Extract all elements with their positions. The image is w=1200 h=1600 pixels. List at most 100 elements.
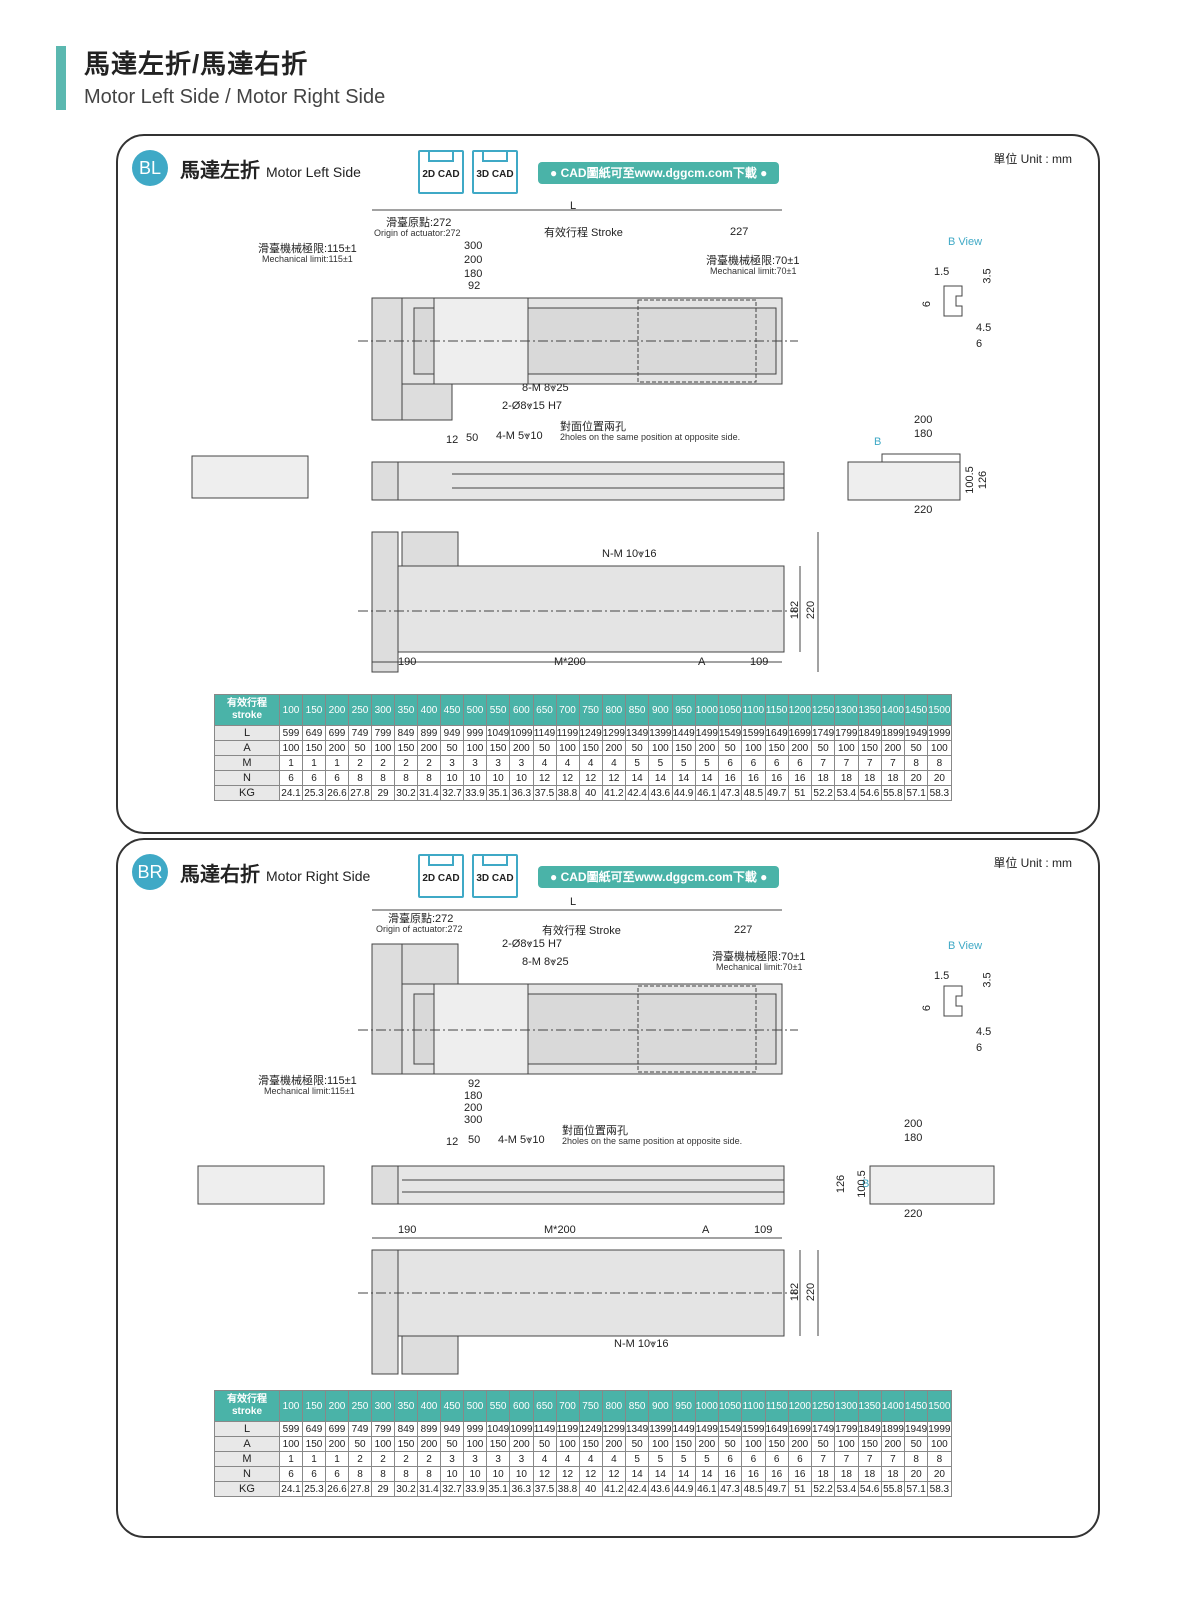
table-header-cell: 100	[279, 1390, 303, 1422]
table-cell: 35.1	[485, 785, 511, 801]
table-cell: 7	[810, 1451, 836, 1467]
table-cell: 899	[417, 1421, 441, 1437]
table-cell: 150	[394, 1436, 418, 1452]
motor-block-side	[371, 461, 399, 501]
table-cell: 32.7	[440, 1481, 464, 1497]
label-50: 50	[468, 1134, 481, 1146]
label-109: 109	[750, 656, 769, 668]
actuator-body-side	[397, 461, 785, 501]
label-mech-left-en: Mechanical limit:115±1	[264, 1086, 355, 1096]
table-header-cell: 1300	[834, 694, 859, 726]
label-M200: M*200	[544, 1224, 576, 1236]
label-A: A	[698, 656, 706, 668]
cad-2d-button[interactable]: 2D CAD	[418, 150, 464, 194]
page-subtitle: Motor Left Side / Motor Right Side	[84, 86, 386, 108]
table-header-cell: 1300	[834, 1390, 859, 1422]
cad-download-link[interactable]: ● CAD圖紙可至www.dggcm.com下載 ●	[538, 866, 780, 888]
label-1-5: 1.5	[934, 970, 950, 982]
table-header-cell: 900	[648, 694, 673, 726]
table-cell: 52.2	[810, 1481, 836, 1497]
label-92: 92	[468, 280, 481, 292]
label-220: 220	[805, 600, 818, 620]
table-cell: 41.2	[601, 1481, 627, 1497]
label-180: 180	[464, 268, 483, 280]
label-end-180: 180	[904, 1132, 923, 1144]
table-cell: 1849	[857, 1421, 882, 1437]
table-cell: 55.8	[880, 1481, 906, 1497]
label-m5: 4-M 5⩔10	[496, 430, 543, 442]
table-header-cell: 1050	[717, 1390, 743, 1422]
table-cell: 100	[648, 740, 673, 756]
label-b-view: B View	[948, 236, 983, 248]
table-row-label: N	[214, 1466, 280, 1482]
table-cell: 1899	[880, 725, 906, 741]
table-cell: 54.6	[857, 785, 882, 801]
cad-2d-button[interactable]: 2D CAD	[418, 854, 464, 898]
cad-3d-button[interactable]: 3D CAD	[472, 854, 518, 898]
table-cell: 6	[787, 1451, 813, 1467]
motor-block-top	[371, 943, 403, 1075]
table-cell: 200	[509, 740, 534, 756]
table-cell: 10	[440, 770, 464, 786]
label-200: 200	[464, 1102, 483, 1114]
table-cell: 699	[325, 725, 349, 741]
panel-title-cn: 馬達右折	[180, 864, 260, 886]
table-cell: 1149	[532, 725, 557, 741]
table-cell: 1149	[532, 1421, 557, 1437]
table-cell: 5	[624, 1451, 650, 1467]
table-header-cell: 600	[509, 1390, 534, 1422]
table-cell: 949	[440, 725, 464, 741]
table-cell: 5	[694, 1451, 720, 1467]
table-cell: 43.6	[648, 785, 673, 801]
label-end-100-5: 100.5	[963, 466, 976, 494]
table-cell: 18	[880, 770, 906, 786]
table-cell: 50	[903, 740, 929, 756]
table-cell: 16	[741, 1466, 766, 1482]
table-header-cell: 1400	[880, 694, 906, 726]
label-190: 190	[398, 1224, 417, 1236]
table-cell: 50	[810, 740, 836, 756]
label-origin-en: Origin of actuator:272	[374, 228, 461, 238]
motor-block-bottom	[371, 531, 399, 673]
panel-title-cn: 馬達左折	[180, 160, 260, 182]
label-L: L	[570, 896, 577, 908]
table-cell: 44.9	[671, 785, 696, 801]
label-m5: 4-M 5⩔10	[498, 1134, 545, 1146]
motor-bottom	[401, 531, 459, 567]
table-cell: 33.9	[463, 785, 487, 801]
unit-label: 單位 Unit : mm	[993, 152, 1072, 166]
cad-download-link[interactable]: ● CAD圖紙可至www.dggcm.com下載 ●	[538, 162, 780, 184]
table-cell: 6	[279, 1466, 303, 1482]
label-3-5: 3.5	[981, 268, 994, 284]
drawing-motor-right	[197, 909, 995, 1375]
table-cell: 1049	[485, 725, 511, 741]
table-cell: 8	[394, 770, 418, 786]
table-cell: 1249	[578, 1421, 603, 1437]
label-n-m10: N-M 10⩔16	[614, 1338, 669, 1350]
table-row-label: KG	[214, 785, 280, 801]
table-header-cell: 500	[463, 694, 487, 726]
label-mech-left-cn: 滑臺機械極限:115±1	[258, 1075, 357, 1087]
table-cell: 5	[671, 1451, 696, 1467]
cad-3d-button[interactable]: 3D CAD	[472, 150, 518, 194]
table-cell: 18	[810, 1466, 836, 1482]
label-mech-right-cn: 滑臺機械極限:70±1	[706, 255, 800, 267]
table-cell: 100	[741, 740, 766, 756]
table-header-cell: 1200	[787, 1390, 813, 1422]
table-cell: 849	[394, 725, 418, 741]
label-M200: M*200	[554, 656, 586, 668]
table-cell: 1399	[648, 725, 673, 741]
motor-block-top	[371, 297, 403, 421]
table-cell: 7	[857, 1451, 882, 1467]
table-header-cell: 550	[485, 694, 511, 726]
table-cell: 1349	[624, 725, 650, 741]
label-4-5: 4.5	[976, 322, 992, 334]
table-cell: 2	[394, 755, 418, 771]
table-cell: 16	[764, 770, 789, 786]
table-cell: 649	[302, 1421, 326, 1437]
table-header-cell: 1200	[787, 694, 813, 726]
panel-title-en: Motor Left Side	[266, 164, 361, 180]
table-cell: 2	[348, 755, 372, 771]
